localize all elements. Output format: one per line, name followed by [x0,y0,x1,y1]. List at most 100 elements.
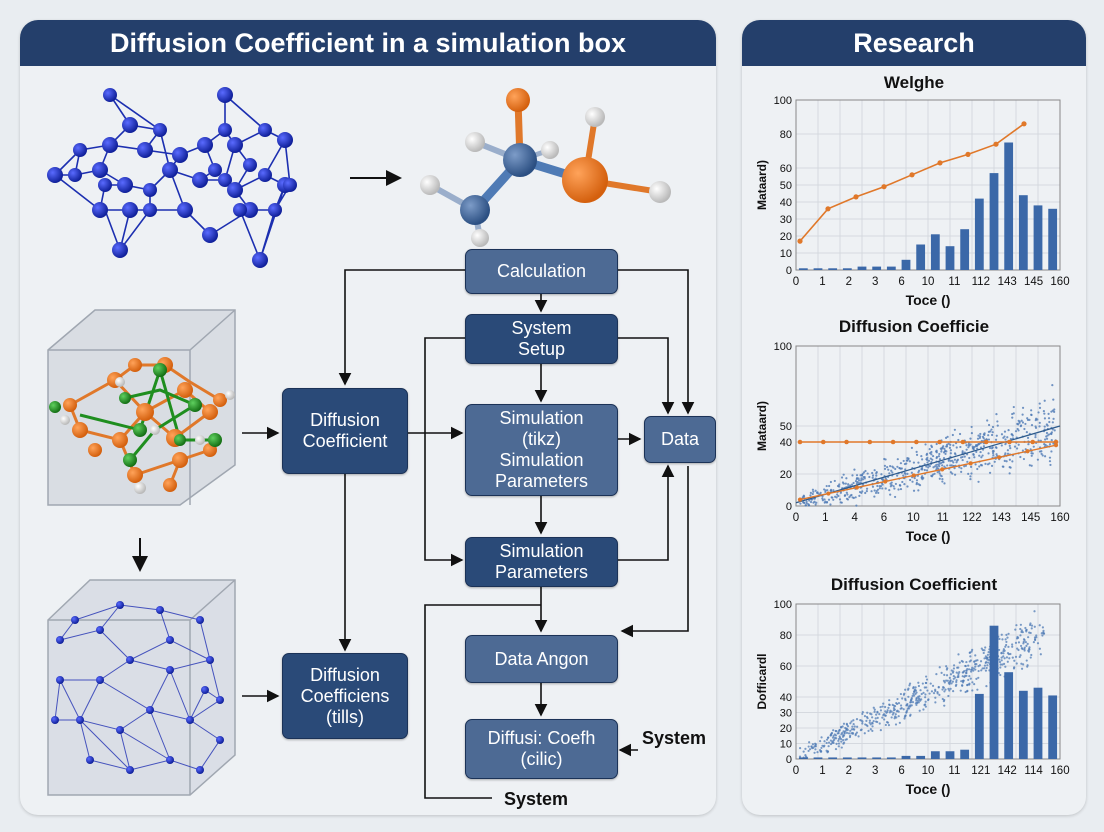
scatter-point [857,735,860,738]
scatter-point [959,689,962,692]
scatter-point [860,728,863,731]
scatter-point [961,684,964,687]
x-tick-label: 142 [998,765,1017,777]
scatter-point [855,504,858,507]
scatter-point [1018,421,1021,424]
scatter-point [1012,405,1015,409]
y-tick-label: 30 [780,214,792,226]
scatter-point [988,446,992,450]
x-axis-label: Toce () [906,781,951,797]
simulation-parameters-box[interactable]: Simulation Parameters [465,537,618,587]
data-box[interactable]: Data [644,416,716,463]
scatter-point [985,657,988,660]
scatter-point [955,461,958,464]
scatter-point [839,491,843,494]
scatter-point [1000,659,1003,662]
scatter-point [871,471,874,475]
flat-line-point [844,439,849,445]
scatter-point [952,461,955,464]
diffusion-coefficiens-label-line3: (tills) [326,706,364,727]
scatter-point [967,443,970,446]
scatter-point [935,673,938,676]
scatter-point [973,683,976,686]
scatter-point [827,741,831,744]
scatter-point [837,745,840,748]
scatter-point [799,747,802,750]
scatter-point [1017,648,1020,652]
scatter-point [826,489,829,492]
scatter-point [893,717,896,720]
bar [901,259,911,270]
scatter-point [980,669,983,672]
diffusion-coefficiens-box[interactable]: Diffusion Coefficiens (tills) [282,653,408,739]
scatter-point [870,713,873,716]
scatter-point [970,432,973,435]
scatter-point [850,483,854,486]
scatter-point [944,436,948,439]
line-point [881,184,887,190]
y-tick-label: 40 [780,197,792,209]
scatter-point [1042,632,1045,635]
scatter-point [1043,455,1047,458]
scatter-point [1021,449,1024,452]
scatter-point [917,489,920,492]
x-tick-label: 10 [922,276,935,288]
rising-line-point [911,473,916,478]
simulation-parameters-label-line2: Parameters [494,562,589,582]
scatter-point [814,489,817,492]
bar [828,268,838,270]
scatter-point [853,725,856,728]
scatter-point [947,681,950,684]
diffusi-coeffh-box[interactable]: Diffusi: Coefh (cilic) [465,719,618,779]
scatter-point [987,650,990,654]
bar [1033,205,1043,270]
scatter-point [896,702,899,706]
scatter-point [840,733,843,736]
scatter-point [861,478,865,481]
scatter-point [940,448,943,451]
scatter-point [799,502,802,505]
scatter-point [855,477,859,480]
scatter-point [941,464,944,467]
scatter-point [861,490,864,493]
scatter-point [945,450,948,453]
scatter-point [829,739,833,742]
scatter-point [935,451,938,454]
scatter-point [893,708,896,711]
x-tick-label: 160 [1050,276,1069,288]
scatter-point [853,468,856,471]
scatter-point [902,708,905,711]
simulation-parameters-block[interactable]: Simulation (tikz) Simulation Parameters [465,404,618,496]
bar [960,749,970,759]
simulation-block-line3: Simulation [499,450,584,470]
scatter-point [878,713,881,716]
diffusion-coefficient-box[interactable]: Diffusion Coefficient [282,388,408,474]
scatter-point [828,484,831,488]
scatter-point [969,677,972,680]
scatter-point [961,675,964,678]
y-tick-label: 0 [786,265,792,277]
scatter-point [1002,436,1005,439]
scatter-point [1022,663,1025,666]
scatter-point [930,474,933,477]
scatter-point [938,666,941,669]
scatter-point [979,432,982,436]
data-angon-box[interactable]: Data Angon [465,635,618,683]
scatter-point [1038,624,1041,627]
calculation-box[interactable]: Calculation [465,249,618,294]
scatter-point [1034,433,1037,436]
scatter-point [1028,464,1031,467]
scatter-point [842,473,845,476]
scatter-point [920,692,923,696]
bar [1048,208,1058,270]
scatter-point [919,689,922,692]
scatter-point [873,710,876,713]
rising-line-point [1025,449,1030,454]
scatter-point [1011,656,1014,659]
system-setup-box[interactable]: System Setup [465,314,618,364]
scatter-point [947,687,950,691]
flat-line-point [1030,439,1036,445]
scatter-point [909,713,912,716]
scatter-point [883,467,887,471]
